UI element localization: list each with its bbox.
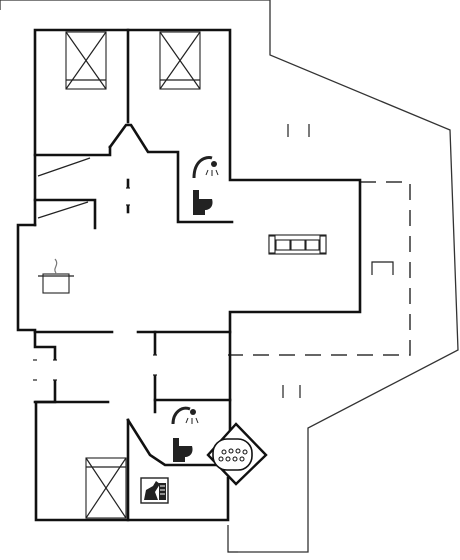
stair-lines bbox=[37, 157, 91, 219]
shower-icon bbox=[192, 156, 219, 179]
window-frames bbox=[33, 187, 238, 553]
terrace-ticks bbox=[282, 124, 310, 398]
whirlpool-icon bbox=[206, 422, 268, 486]
bed-icon bbox=[159, 31, 201, 90]
covered-terrace-dashed bbox=[228, 181, 411, 356]
sauna-icon bbox=[140, 477, 169, 504]
bed-icon bbox=[85, 457, 127, 519]
bed-icon bbox=[65, 31, 107, 90]
toilet-icon bbox=[173, 438, 193, 462]
shower-icon bbox=[171, 406, 199, 425]
terrace-step bbox=[371, 261, 394, 275]
toilet-icon bbox=[193, 190, 213, 215]
sofa-icon bbox=[268, 234, 327, 255]
cooking-pot-icon bbox=[38, 258, 74, 294]
openings bbox=[32, 188, 233, 550]
exterior-walls bbox=[16, 28, 362, 522]
